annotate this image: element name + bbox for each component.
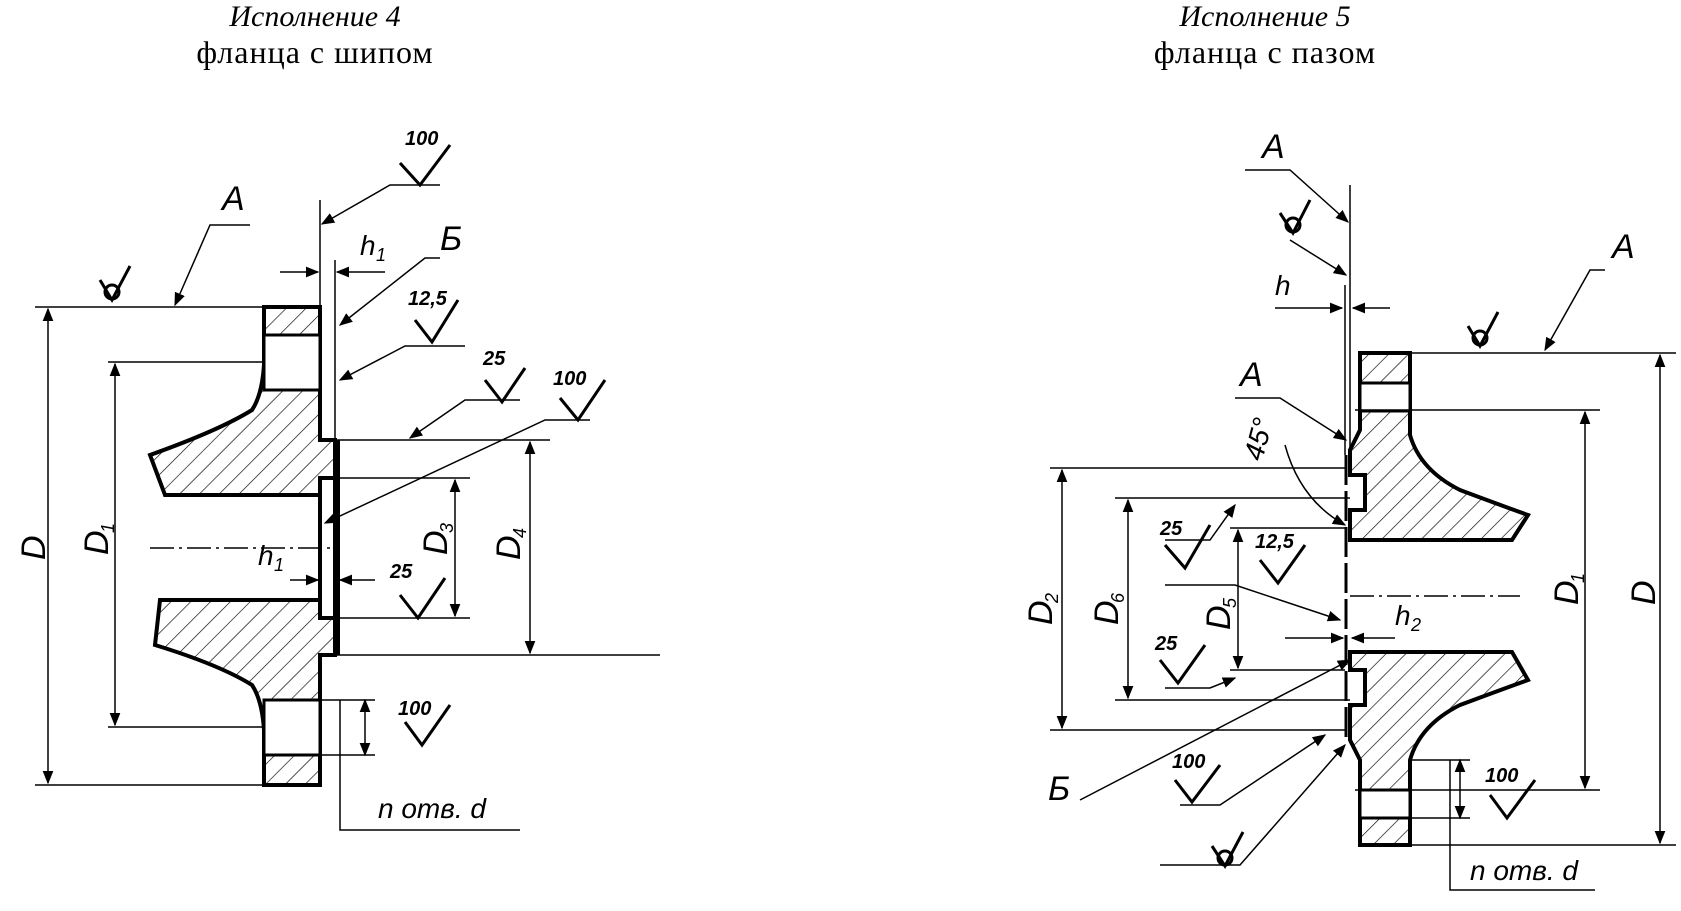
caption-left: Исполнение 4 фланца с шипом — [150, 0, 480, 70]
left-flange-view: А Б 100 12,5 25 100 25 100 n отв. d h 1 … — [15, 128, 660, 831]
left-roughness-100-mid-icon — [558, 379, 607, 423]
right-unmachined-bottom-icon — [1210, 831, 1245, 869]
caption-right: Исполнение 5 фланца с пазом — [1100, 0, 1430, 70]
left-h1-mid-sub: 1 — [274, 555, 284, 575]
right-D6-label: D — [1088, 600, 1126, 625]
right-h-label: h — [1275, 270, 1291, 301]
right-D1-label: D — [1548, 580, 1586, 605]
right-roughness-12-5-icon — [1258, 544, 1307, 586]
left-D1-label: D — [78, 530, 116, 555]
caption-right-subtitle: фланца с пазом — [1153, 34, 1377, 70]
right-roughness-100-right-icon — [1488, 779, 1537, 821]
left-unmachined-icon — [98, 265, 132, 304]
left-h1-top-sub: 1 — [376, 245, 386, 265]
right-roughness-25-bot-icon — [1158, 644, 1207, 686]
left-D4-label: D — [490, 535, 528, 560]
left-body-lower — [152, 598, 337, 787]
caption-right-title: Исполнение 5 — [1179, 0, 1351, 33]
right-h2-sub: 2 — [1410, 615, 1421, 635]
left-holes-label: n отв. d — [378, 793, 487, 824]
left-D3-label: D — [417, 530, 455, 555]
caption-left-title: Исполнение 4 — [229, 0, 401, 33]
right-rough-100-right: 100 — [1485, 765, 1518, 787]
right-unmachined-right-icon — [1466, 311, 1500, 350]
right-rough-12-5: 12,5 — [1255, 531, 1295, 553]
left-roughness-100-bot-icon — [403, 704, 452, 748]
left-roughness-25-mid-icon — [398, 577, 447, 621]
left-h1-top: h — [360, 230, 376, 261]
left-bolt-hole-bottom — [262, 698, 322, 757]
right-angle-arc — [1284, 444, 1347, 526]
right-angle-label: 45° — [1238, 415, 1279, 464]
right-datum-mid-leader — [1235, 397, 1348, 441]
right-unmachined-top-icon — [1278, 199, 1312, 236]
right-D-label: D — [1625, 580, 1663, 605]
right-bolt-hole-bottom — [1358, 788, 1412, 820]
right-D2-sub: 2 — [1042, 593, 1062, 604]
right-body-upper — [1348, 351, 1532, 542]
right-holes-label: n отв. d — [1470, 855, 1579, 886]
left-datum-leader — [174, 224, 250, 307]
right-datum-right-label: А — [1610, 228, 1635, 266]
left-rough-12-5: 12,5 — [408, 288, 448, 310]
left-rough-100-bot: 100 — [398, 698, 431, 720]
right-bolt-hole-top — [1358, 381, 1412, 413]
caption-left-subtitle: фланца с шипом — [196, 34, 434, 70]
right-D1-sub: 1 — [1568, 573, 1588, 583]
right-h2-label: h — [1395, 600, 1411, 631]
right-D2-label: D — [1022, 600, 1060, 625]
left-rough-100-top: 100 — [405, 128, 438, 150]
right-rough-25-top: 25 — [1159, 518, 1183, 540]
right-D5-sub: 5 — [1220, 597, 1240, 608]
right-datum-top-leader — [1245, 169, 1350, 223]
right-datum-right-leader — [1544, 269, 1605, 352]
right-datum-top-label: А — [1260, 128, 1285, 166]
right-flange-view: А А А Б h 45° 25 12,5 25 100 100 n отв. … — [1022, 128, 1676, 891]
left-rough-100-mid: 100 — [553, 368, 586, 390]
right-datum-mid-label: А — [1238, 356, 1263, 394]
left-D-label: D — [15, 535, 53, 560]
left-D3-sub: 3 — [437, 523, 457, 533]
left-datum-label: А — [220, 180, 245, 218]
left-bolt-hole-top — [262, 333, 322, 392]
right-section-label: Б — [1048, 770, 1070, 808]
left-section-label: Б — [440, 220, 462, 258]
right-D5-label: D — [1200, 605, 1238, 630]
left-roughness-25-icon — [483, 367, 527, 405]
left-roughness-top-icon — [398, 144, 452, 188]
left-D4-sub: 4 — [510, 528, 530, 538]
right-rough-25-bot: 25 — [1154, 633, 1178, 655]
right-roughness-25-top-icon — [1163, 524, 1212, 571]
left-h1-mid: h — [258, 540, 274, 571]
right-D6-sub: 6 — [1108, 592, 1128, 603]
left-rough-25-top: 25 — [482, 348, 506, 370]
left-rough-25-mid: 25 — [389, 561, 413, 583]
right-roughness-100-left-icon — [1173, 764, 1222, 805]
left-roughness-12-5-icon — [413, 299, 460, 345]
left-D1-sub: 1 — [98, 523, 118, 533]
right-rough-100-left: 100 — [1172, 751, 1205, 773]
